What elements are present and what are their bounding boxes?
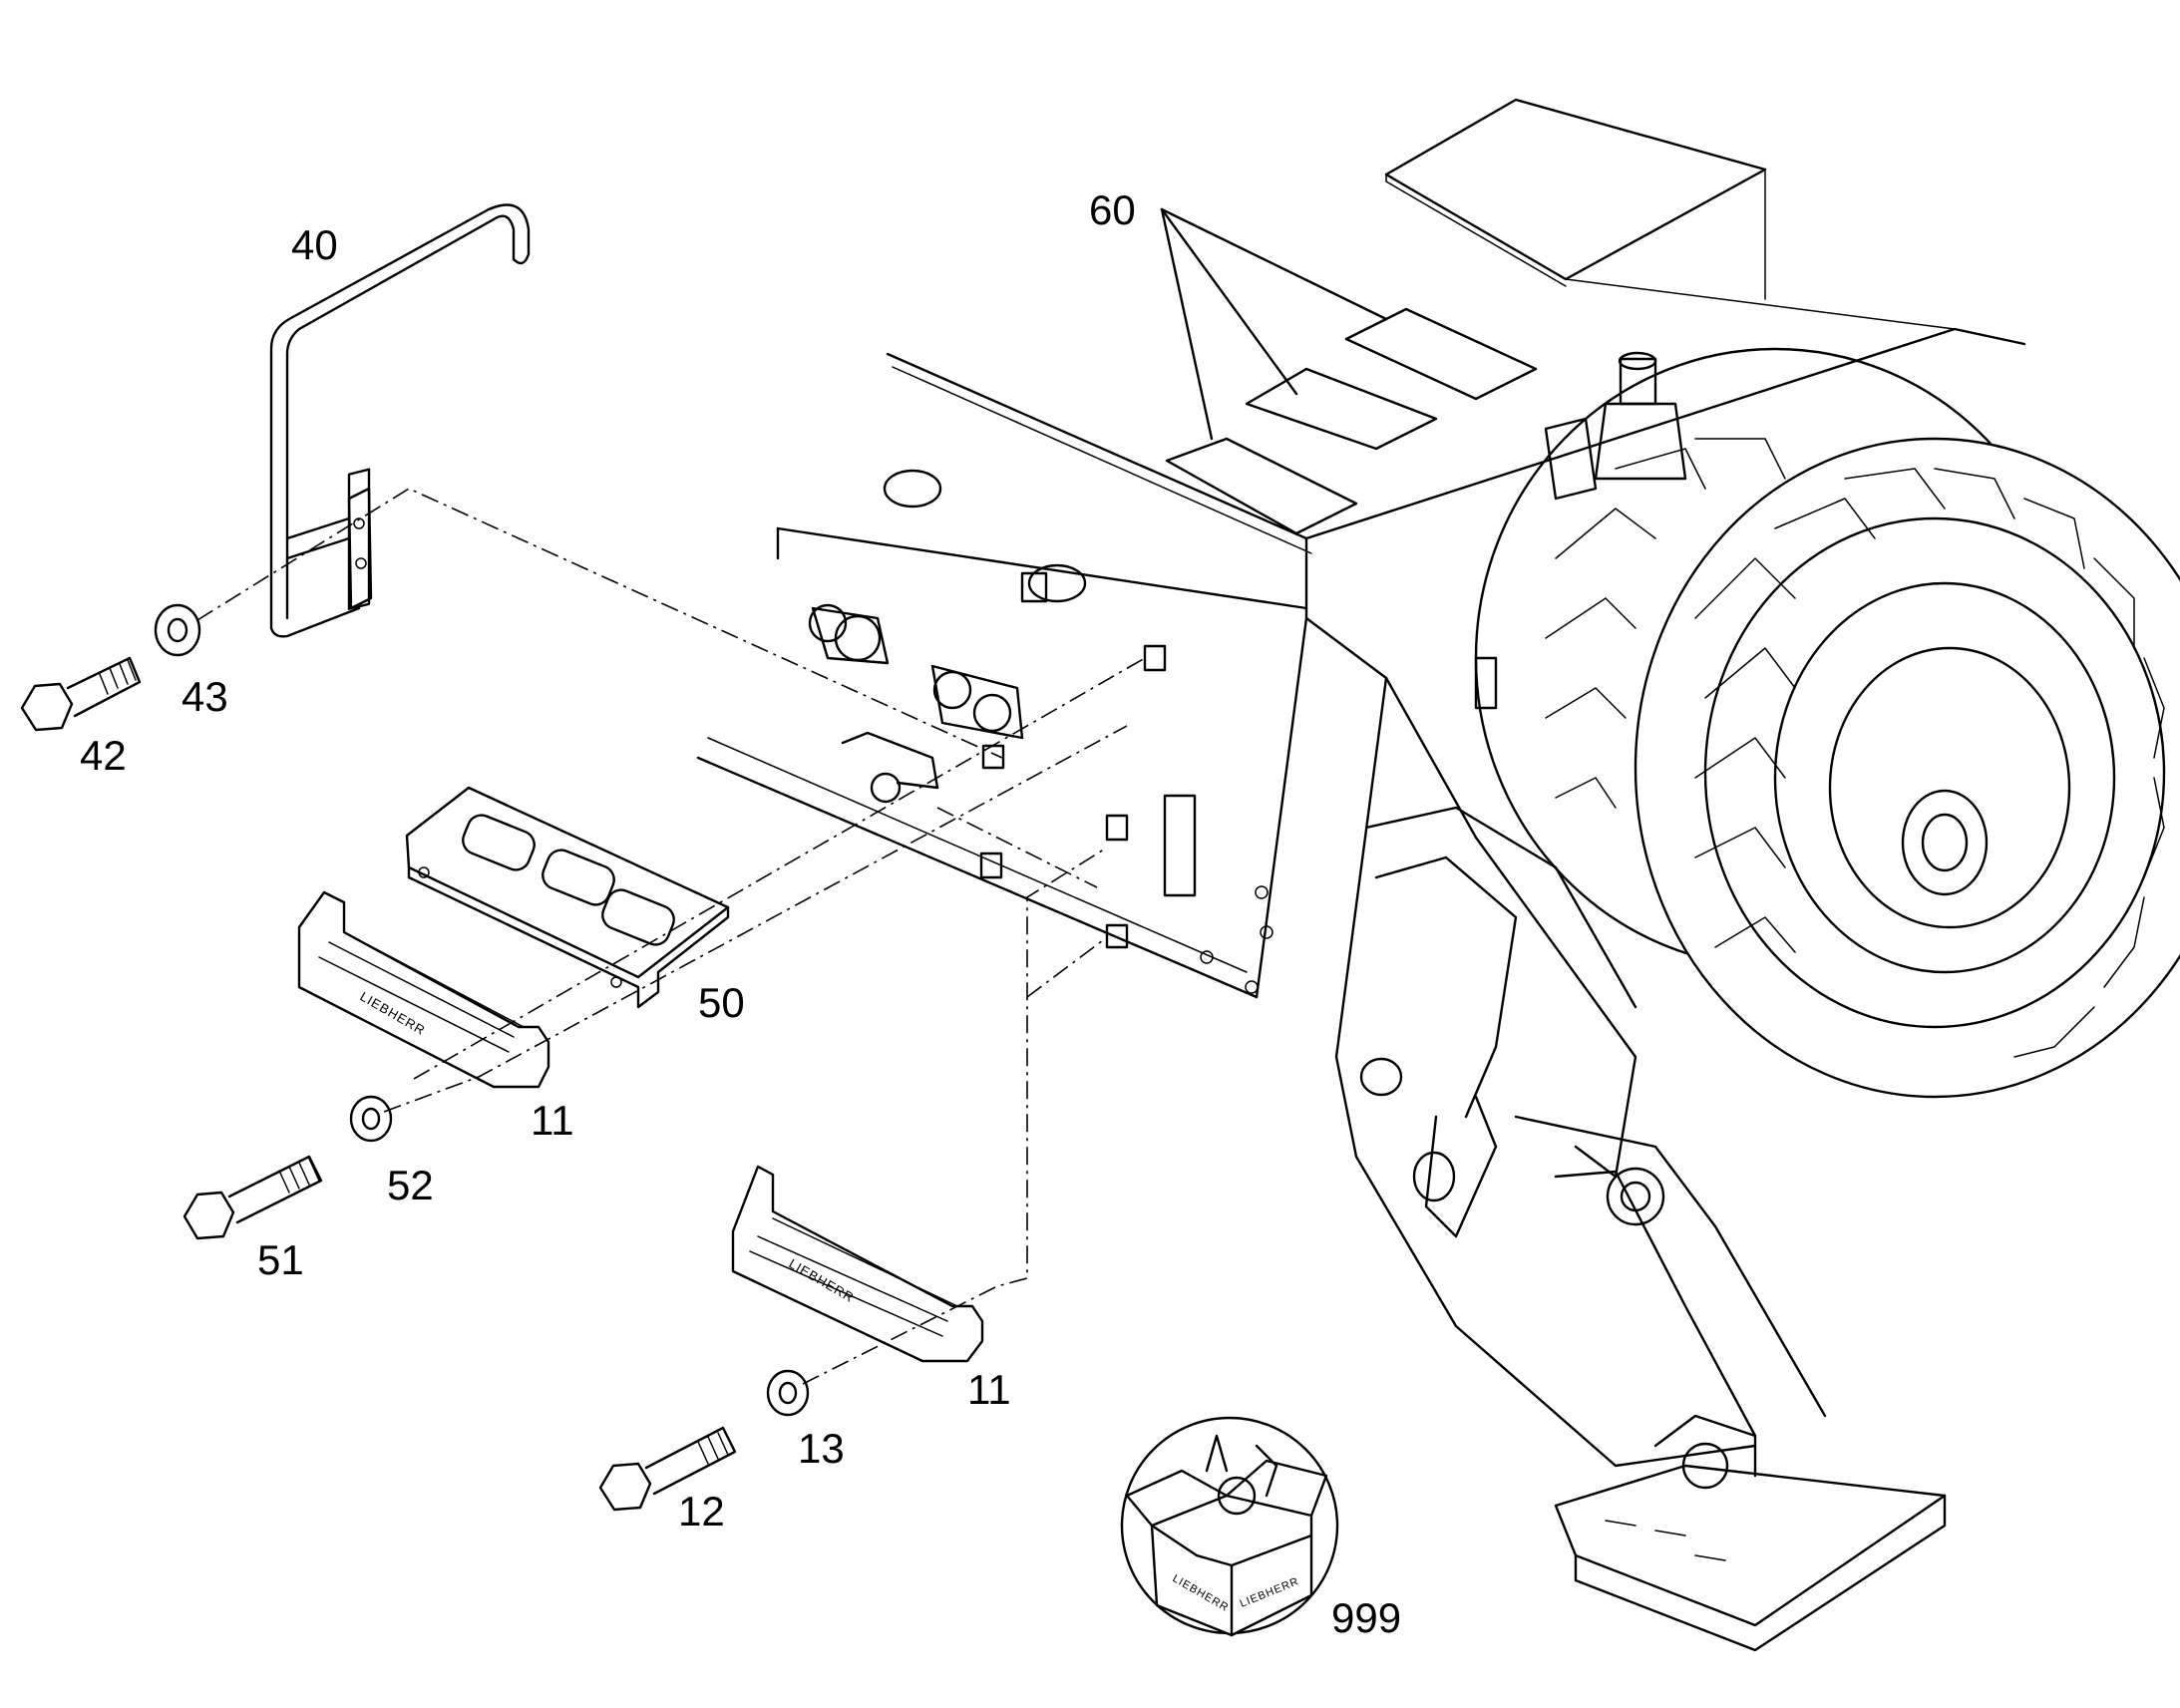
callout-11-lower: 11 (967, 1366, 1011, 1413)
callout-12: 12 (678, 1488, 725, 1535)
bolt-part-42 (20, 656, 142, 732)
step-part-11-upper: LIEBHERR (297, 890, 550, 1089)
callout-13: 13 (798, 1425, 845, 1472)
callout-51: 51 (257, 1236, 304, 1283)
washer-part-13 (766, 1369, 810, 1417)
assembly-center-lines (196, 488, 1146, 1385)
callout-40: 40 (291, 221, 338, 268)
bolt-part-51 (182, 1155, 323, 1240)
warning-label-plates (1160, 207, 1538, 535)
callout-999: 999 (1331, 1594, 1401, 1641)
callout-52: 52 (387, 1162, 434, 1208)
bolt-part-12 (598, 1426, 737, 1512)
machine-body (696, 98, 2026, 1652)
handrail-part-40 (269, 203, 531, 638)
callout-43: 43 (182, 673, 228, 720)
callouts: 40 42 43 50 11 51 52 11 12 13 60 999 (80, 186, 1401, 1641)
callout-11-upper: 11 (531, 1097, 574, 1144)
washer-part-43 (154, 603, 201, 657)
wheels (1474, 347, 2180, 1099)
callout-60: 60 (1089, 186, 1136, 233)
step-plate-part-50 (405, 786, 730, 1009)
washer-part-52 (349, 1095, 393, 1143)
service-kit-part-999: LIEBHERR LIEBHERR (1120, 1416, 1339, 1637)
callout-50: 50 (698, 979, 745, 1026)
callout-42: 42 (80, 732, 127, 779)
step-part-11-lower: LIEBHERR (731, 1165, 984, 1363)
